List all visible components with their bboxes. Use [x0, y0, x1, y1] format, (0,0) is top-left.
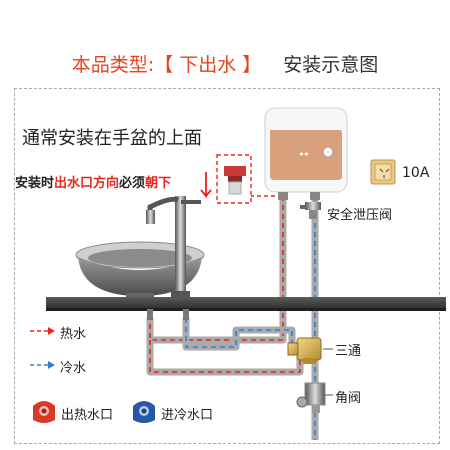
warning-prefix: 安装时	[15, 176, 55, 191]
cold-inlet-icon	[133, 401, 155, 423]
svg-text:● ●: ● ●	[300, 151, 309, 156]
hot-water-pipe	[146, 196, 304, 376]
tee-fitting-icon	[287, 337, 322, 364]
safety-valve-icon	[300, 202, 321, 219]
power-socket-icon	[370, 159, 396, 185]
angle-valve-icon	[296, 382, 326, 413]
socket-label: 10A	[402, 165, 430, 181]
safety-valve-label: 安全泄压阀	[327, 208, 393, 223]
product-type-title: 本品类型:【 下出水 】	[71, 54, 262, 76]
outlet-zoom-box	[216, 154, 252, 204]
countertop	[46, 297, 446, 311]
hot-outlet-icon	[33, 401, 55, 423]
page-title: 本品类型:【 下出水 】安装示意图	[0, 50, 450, 77]
warning-suffix: 朝下	[145, 176, 172, 191]
sink-supply-pipes	[147, 309, 189, 320]
install-subtitle: 通常安装在手盆的上面	[22, 128, 202, 149]
hot-water-legend-arrow	[30, 327, 55, 335]
hot-water-legend-label: 热水	[60, 327, 87, 342]
angle-valve-label: 角阀	[335, 391, 362, 406]
water-heater: ● ●	[264, 107, 348, 200]
cold-inlet-label: 进冷水口	[161, 408, 214, 423]
cold-water-legend-label: 冷水	[60, 361, 87, 376]
diagram-frame	[14, 88, 440, 444]
hot-outlet-label: 出热水口	[61, 408, 114, 423]
diagram-title: 安装示意图	[283, 54, 379, 76]
warning-arrow-down	[200, 172, 212, 199]
tee-label: 三通	[335, 344, 362, 359]
cold-water-legend-arrow	[30, 361, 55, 369]
faucet	[146, 196, 201, 298]
warning-middle: 必须	[119, 176, 146, 191]
sink-bowl	[75, 241, 205, 299]
warning-outlet-direction: 出水口方向	[54, 176, 120, 191]
install-warning: 安装时出水口方向必须朝下	[15, 172, 171, 191]
